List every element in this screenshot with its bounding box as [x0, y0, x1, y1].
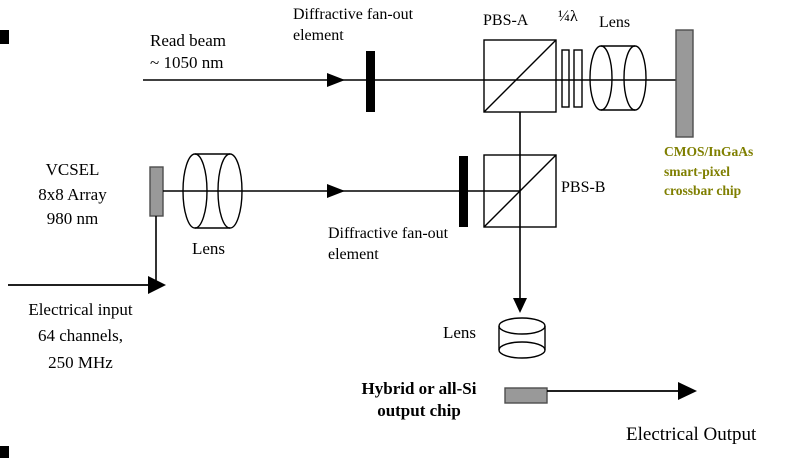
quarter-wave-label: ¼λ: [558, 8, 578, 25]
quarter-wave-plate-2: [573, 49, 583, 108]
pbs-a-diagonal: [483, 39, 557, 113]
read-beam-arrowhead-icon: [327, 73, 345, 87]
lens-top-label: Lens: [599, 14, 631, 31]
quarter-wave-plate-1: [561, 49, 570, 108]
pbs-b-diagonal: [483, 154, 557, 228]
fanout-element-top-bar: [366, 51, 375, 112]
edge-mark-icon: [0, 446, 9, 458]
fanout-top-label: Diffractive fan-out element: [293, 6, 414, 44]
output-chip-label: Hybrid or all-Si output chip: [361, 379, 477, 421]
pbs-b-label: PBS-B: [561, 179, 606, 196]
cmos-chip-label: CMOS/InGaAs smart-pixel crossbar chip: [664, 144, 754, 199]
vcsel-label: VCSEL 8x8 Array 980 nm: [38, 160, 107, 229]
lens-mid-label: Lens: [192, 239, 226, 258]
vcsel-beam-arrowhead-icon: [327, 184, 345, 198]
pbs-a-label: PBS-A: [483, 12, 529, 29]
electrical-output-arrowhead-icon: [678, 382, 697, 400]
lens-top-shape: [589, 45, 647, 111]
output-chip-shape: [504, 387, 548, 404]
read-beam-label: Read beam ~ 1050 nm: [150, 31, 226, 73]
edge-mark-icon: [0, 30, 9, 44]
fanout-mid-label: Diffractive fan-out element: [328, 225, 449, 263]
lens-mid-shape: [182, 153, 243, 229]
electrical-input-arrowhead-icon: [148, 276, 166, 294]
vcsel-chip-shape: [149, 166, 164, 217]
cmos-chip-shape: [675, 29, 694, 138]
lens-bottom-label: Lens: [443, 323, 477, 342]
electrical-output-label: Electrical Output: [626, 424, 757, 445]
electrical-input-label: Electrical input 64 channels, 250 MHz: [28, 300, 133, 372]
lens-bottom-shape: [498, 317, 546, 359]
fanout-element-mid-bar: [459, 156, 468, 227]
pbs-b-cube: [483, 154, 557, 228]
down-arrowhead-icon: [513, 298, 527, 313]
